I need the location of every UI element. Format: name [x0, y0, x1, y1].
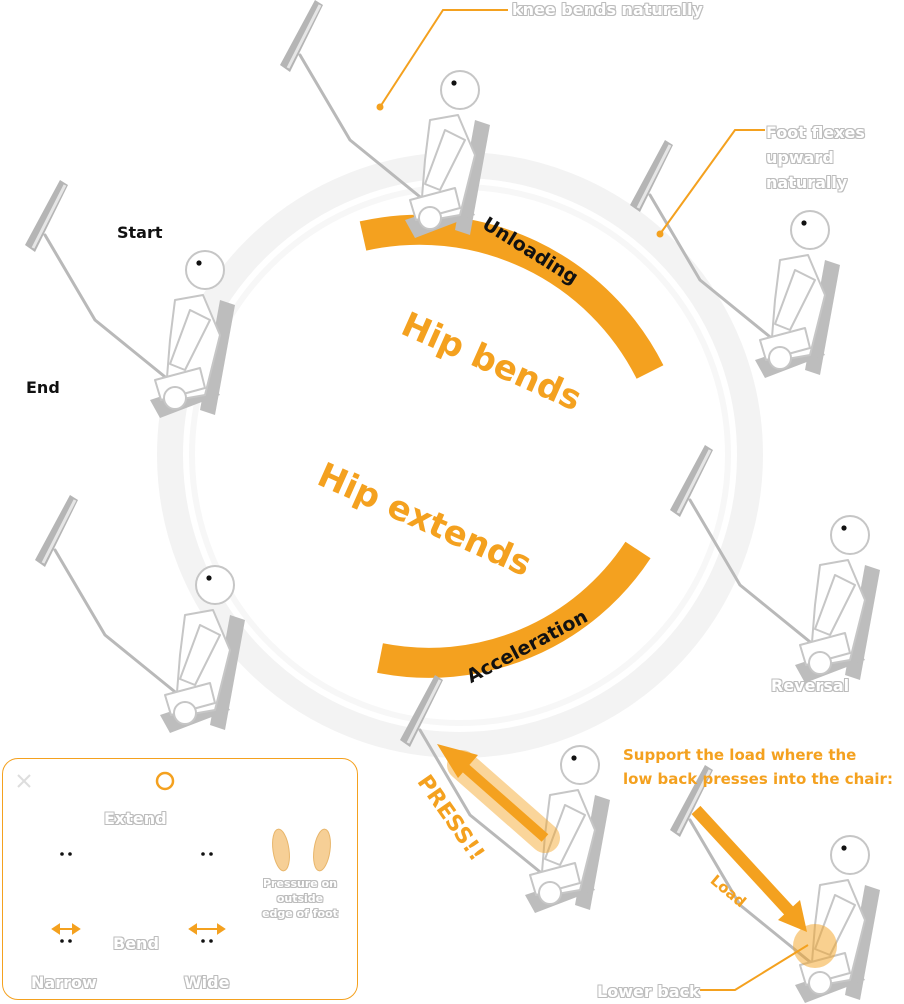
- knee-callout-line: [379, 9, 508, 108]
- pressure-note-line-3: edge of foot: [262, 907, 338, 920]
- wide-arrow-icon: [188, 923, 226, 935]
- bend-label: Bend: [113, 934, 159, 953]
- pressure-note: Pressure on outside edge of foot: [258, 876, 342, 921]
- lower-back-label: Lower back: [597, 982, 700, 1001]
- press-arrow-head: [437, 744, 478, 778]
- hip-extends-label: Hip extends: [312, 455, 538, 585]
- foot-callout-line-2: upward: [766, 148, 834, 167]
- figure-end: [33, 493, 247, 735]
- hip-bends-label: Hip bends: [395, 305, 587, 420]
- foot-callout-line-3: naturally: [766, 173, 848, 192]
- stance-legend-box: [2, 758, 358, 1000]
- start-label: Start: [117, 223, 163, 242]
- load-label: Load: [707, 871, 750, 911]
- end-label: End: [26, 378, 60, 397]
- load-arrow-head: [778, 900, 807, 932]
- right-foot-icon: [313, 828, 331, 872]
- close-icon: [17, 774, 31, 788]
- support-note-line-1: Support the load where the: [623, 746, 857, 764]
- wide-label: Wide: [184, 973, 230, 992]
- load-arrow-shaft: [691, 805, 795, 917]
- foot-callout-line: [659, 129, 765, 235]
- foot-callout-line-1: Foot flexes: [766, 123, 865, 142]
- acceleration-arc: [377, 541, 651, 678]
- narrow-label: Narrow: [31, 973, 97, 992]
- support-note: Support the load where the low back pres…: [623, 743, 893, 791]
- lower-back-callout-line: [700, 944, 809, 991]
- narrow-arrow-icon: [51, 923, 81, 935]
- lower-back-highlight: [793, 924, 837, 968]
- figure-reversal: [668, 443, 882, 685]
- foot-dots: [60, 852, 213, 943]
- reversal-label: Reversal: [771, 676, 850, 695]
- circle-icon: [155, 771, 175, 791]
- figure-load: [668, 763, 882, 1004]
- knee-callout-label: knee bends naturally: [512, 0, 703, 19]
- extend-label: Extend: [104, 809, 167, 828]
- pressure-note-line-1: Pressure on: [263, 877, 337, 890]
- pressure-note-line-2: outside: [276, 892, 324, 905]
- press-arrow-shaft: [458, 761, 549, 842]
- left-foot-icon: [272, 828, 290, 872]
- support-note-line-2: low back presses into the chair:: [623, 770, 893, 788]
- cycle-ring-inner: [189, 184, 731, 726]
- foot-callout-label: Foot flexes upward naturally: [766, 120, 865, 195]
